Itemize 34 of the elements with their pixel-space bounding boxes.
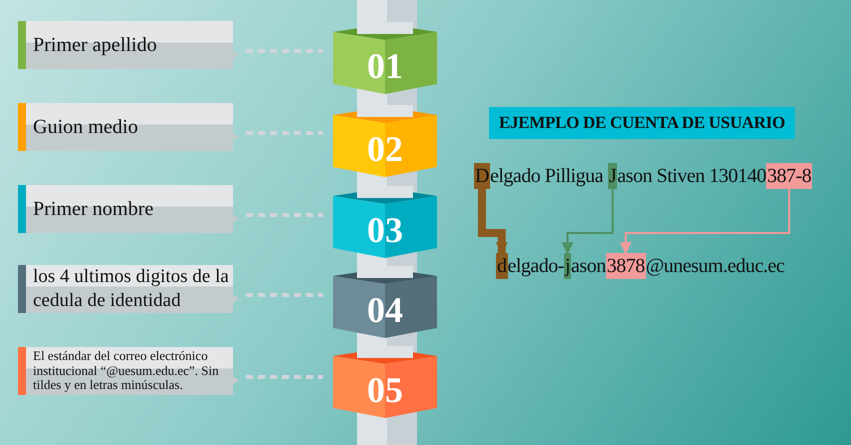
dashed-connector <box>246 213 323 217</box>
text-fragment: ason Stiven 130140 <box>617 165 766 187</box>
label-card <box>18 185 240 233</box>
dashed-connector <box>246 293 323 297</box>
cube-drawing: 01 <box>333 22 437 94</box>
cube-drawing: 03 <box>333 186 437 258</box>
highlighted-text: j <box>564 253 572 279</box>
label-text: los 4 ultimos digitos de la cedula de identidad <box>33 265 230 313</box>
label-card <box>18 21 240 69</box>
label-text: Guion medio <box>33 114 138 140</box>
label-card <box>18 347 240 395</box>
arrow <box>562 189 614 254</box>
label-card <box>18 103 240 151</box>
highlighted-text: 387-8 <box>766 163 812 189</box>
highlighted-text: 3878 <box>606 253 646 279</box>
dashed-connector <box>246 131 323 135</box>
highlighted-text: d <box>496 253 508 279</box>
text-fragment: @unesum.educ.ec <box>646 255 784 277</box>
text-fragment: ason <box>571 255 606 277</box>
cube-drawing: 04 <box>333 266 437 338</box>
title-banner: EJEMPLO DE CUENTA DE USUARIO <box>489 107 795 139</box>
label-text: Primer nombre <box>33 196 154 222</box>
dashed-connector <box>246 49 323 53</box>
text-fragment: elgado Pilligua <box>490 165 603 187</box>
arrow <box>620 189 790 254</box>
highlighted-text: J <box>608 163 618 189</box>
arrow <box>478 189 508 254</box>
label-text: Primer apellido <box>33 32 157 58</box>
cube-drawing: 02 <box>333 105 437 177</box>
cube-drawing: 05 <box>333 346 437 418</box>
label-text: El estándar del correo electrónico institucional “@uesum.edu.ec”. Sin tildes y en letras minúsculas. <box>33 348 220 394</box>
dashed-connector <box>246 375 323 379</box>
text-fragment: elgado- <box>508 255 564 277</box>
highlighted-text: D <box>474 163 490 189</box>
